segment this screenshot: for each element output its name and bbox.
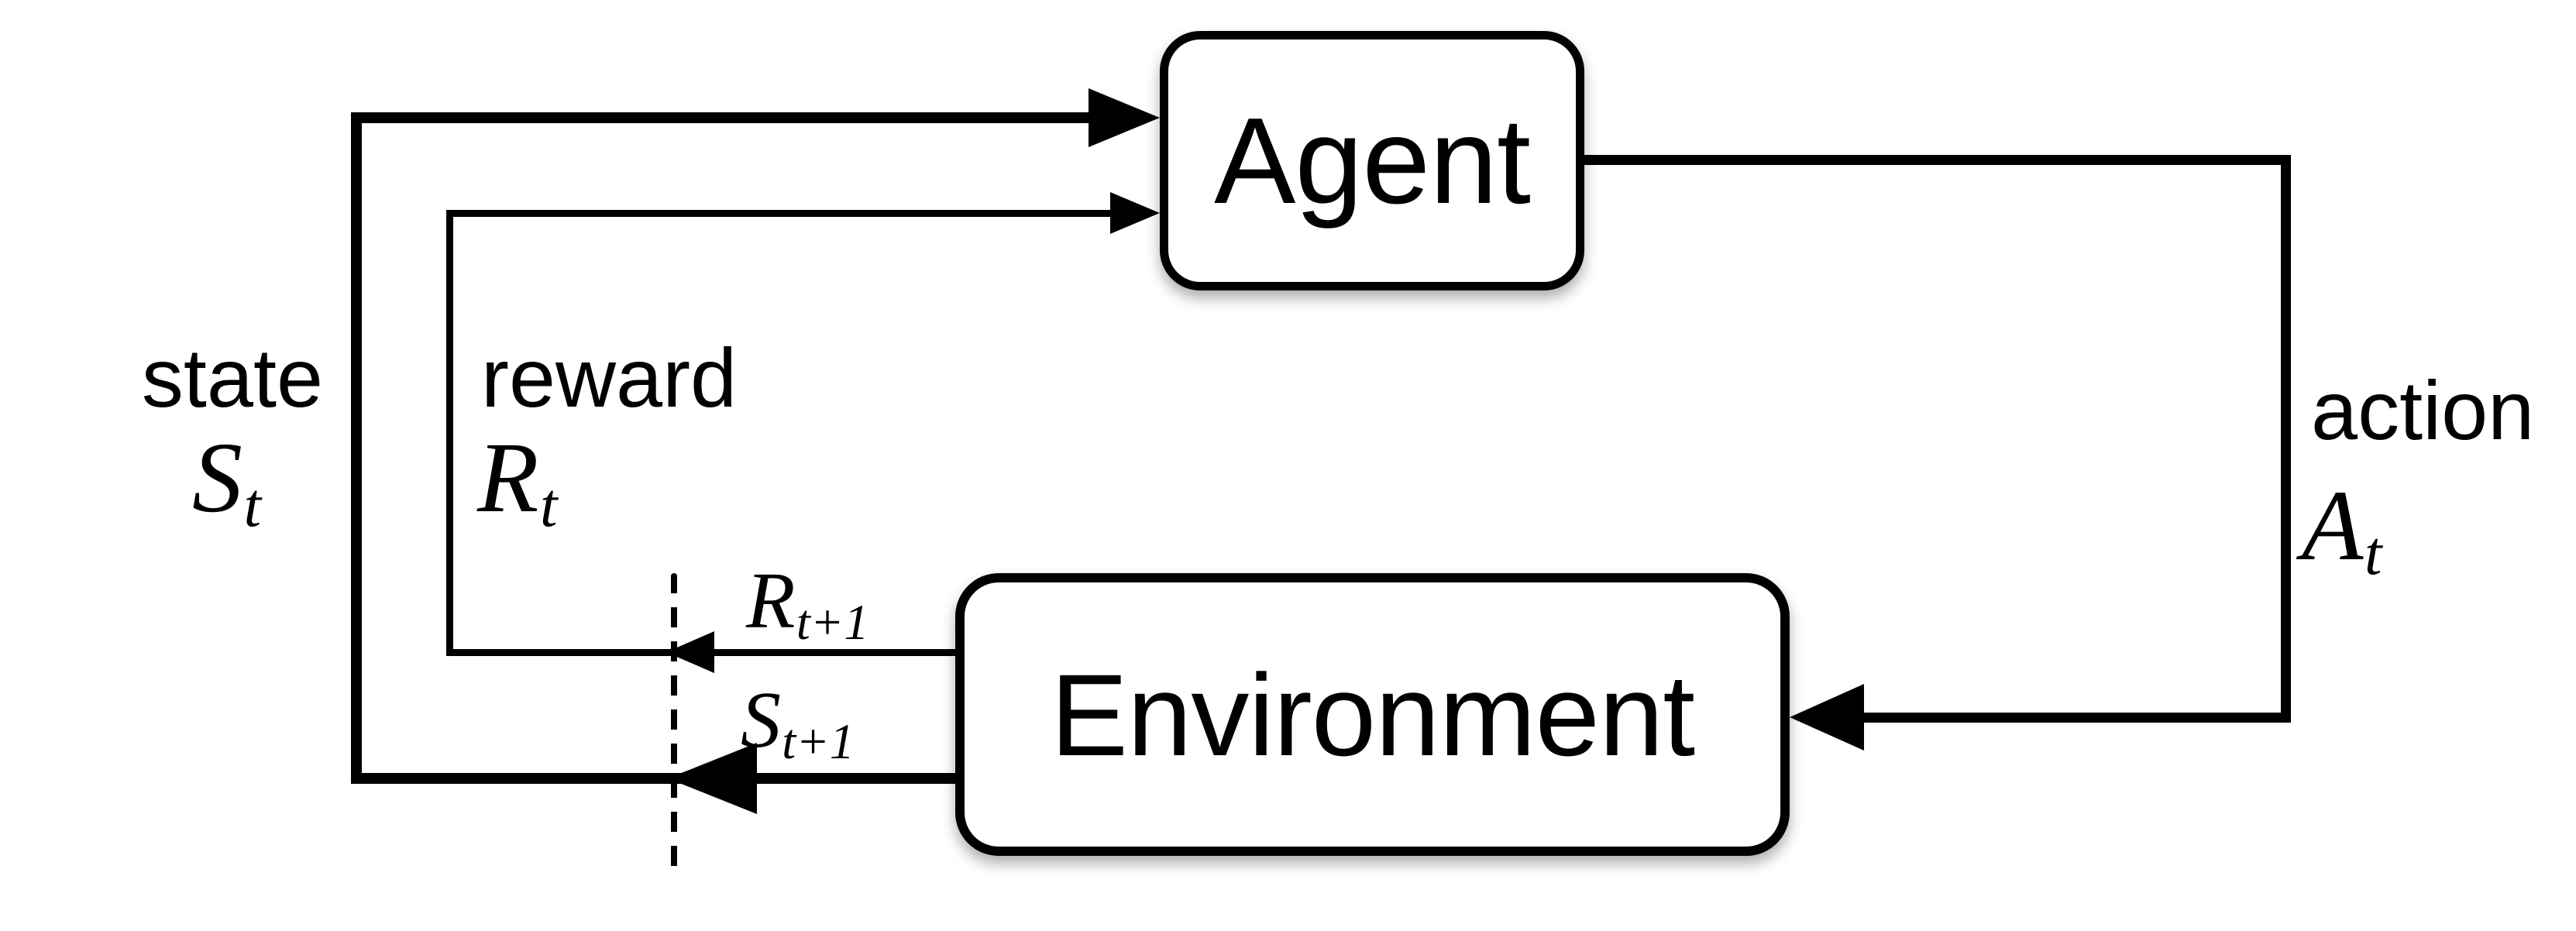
state-into-agent-arrowhead-icon [1089, 88, 1160, 147]
action-loop-top-line [1583, 155, 2291, 165]
environment-box: Environment [955, 573, 1790, 856]
state-loop-bottom-line [351, 773, 955, 784]
reward-symbol-subscript: t [540, 471, 558, 541]
next-state-symbol-subscript: t+1 [782, 714, 855, 770]
reward-label: reward [481, 331, 738, 424]
action-into-environment-arrowhead-icon [1790, 684, 1864, 751]
action-symbol: At [2302, 476, 2382, 585]
action-label: action [2311, 363, 2535, 457]
reward-symbol-base: R [477, 422, 539, 534]
state-label: state [141, 331, 324, 424]
reward-loop-top-line [446, 210, 1128, 217]
environment-label: Environment [1050, 649, 1695, 780]
state-symbol-subscript: t [243, 471, 262, 541]
state-symbol: St [192, 428, 261, 537]
next-state-from-environment-arrowhead-icon [668, 743, 757, 814]
agent-box: Agent [1160, 31, 1584, 290]
action-loop-bottom-line [1821, 713, 2291, 723]
action-symbol-base: A [2302, 470, 2364, 582]
next-reward-symbol-base: R [746, 556, 796, 645]
reward-symbol: Rt [477, 428, 557, 537]
next-reward-symbol: Rt+1 [746, 561, 868, 648]
reward-into-agent-arrowhead-icon [1110, 192, 1160, 234]
state-loop-top-line [351, 112, 1126, 123]
state-symbol-base: S [192, 422, 242, 534]
agent-label: Agent [1214, 92, 1531, 229]
time-step-divider-dashed-line [671, 573, 677, 877]
next-state-symbol-base: S [741, 675, 781, 764]
action-loop-right-line [2281, 155, 2291, 723]
next-state-symbol: St+1 [741, 680, 855, 768]
state-loop-left-line [351, 112, 362, 784]
reward-loop-left-line [446, 210, 453, 655]
action-symbol-subscript: t [2364, 519, 2382, 589]
next-reward-symbol-subscript: t+1 [796, 595, 869, 651]
